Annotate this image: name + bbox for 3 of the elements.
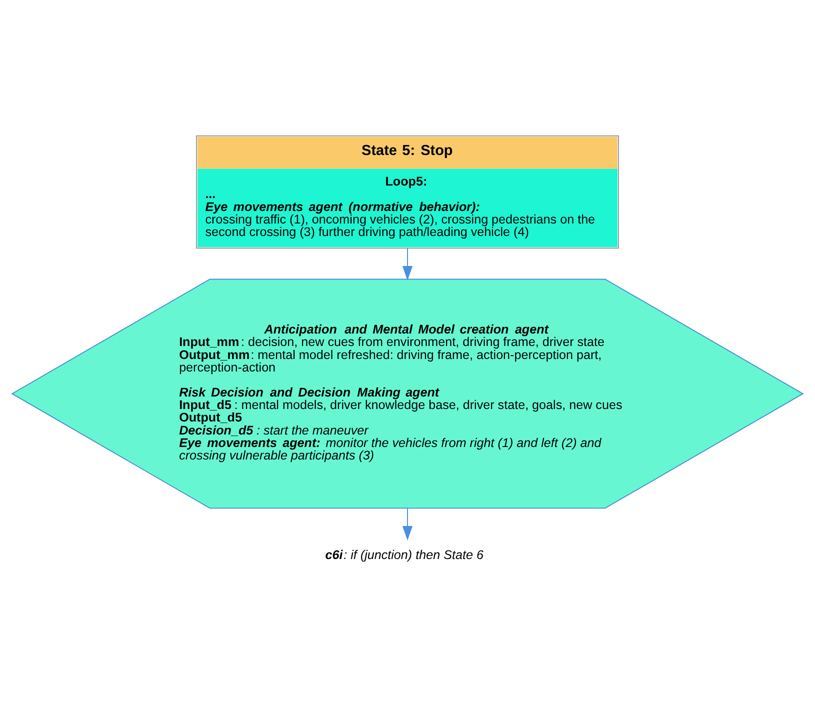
arrow	[402, 247, 413, 280]
node-text: c6i: if (junction) then State 6	[325, 548, 484, 562]
arrow	[402, 507, 413, 540]
